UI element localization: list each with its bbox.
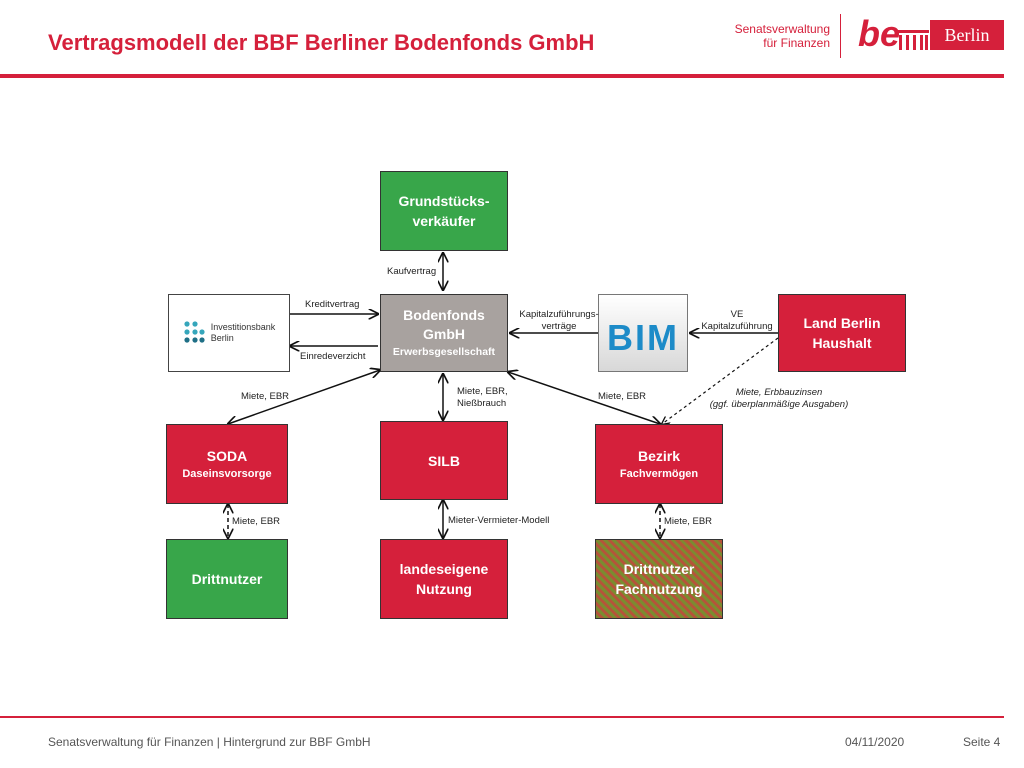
- soda-line2: Daseinsvorsorge: [182, 468, 272, 480]
- label-einredeverzicht: Einredeverzicht: [300, 351, 366, 362]
- label-ve-kapitalzufuehrung: VE Kapitalzuführung: [694, 309, 780, 333]
- label-silb-line2: Nießbrauch: [457, 398, 507, 409]
- label-kapital-line1: Kapitalzuführungs-: [519, 309, 599, 320]
- drittnutzer-label: Drittnutzer: [191, 571, 263, 587]
- page-title: Vertragsmodell der BBF Berliner Bodenfon…: [48, 30, 595, 55]
- label-erbbau-line2: (ggf. überplanmäßige Ausgaben): [709, 399, 849, 410]
- logo-line-1: Senatsverwaltung: [734, 22, 830, 36]
- bodenfonds-line3: Erwerbsgesellschaft: [392, 346, 496, 358]
- label-drittnutzer-miete: Miete, EBR: [232, 516, 281, 527]
- bim-logo: BIM: [607, 317, 679, 358]
- node-grundstuecksverkaeufer-label: Grundstücks- verkäufer: [398, 193, 490, 229]
- soda-line1: SODA: [206, 448, 248, 464]
- header-rule: [0, 74, 1004, 78]
- label-drittnutzer-fach-miete: Miete, EBR: [664, 516, 713, 527]
- footer-page-number: Seite 4: [963, 735, 1001, 749]
- label-silb-miete: Miete, EBR, Nießbrauch: [457, 386, 508, 410]
- ibb-dots-icon: [184, 321, 205, 343]
- edge-bezirk: [508, 372, 660, 424]
- label-ve-line1: VE: [730, 309, 744, 320]
- silb-label: SILB: [428, 452, 460, 469]
- ibb-logo: Investitionsbank Berlin: [183, 320, 276, 346]
- node-soda: SODA Daseinsvorsorge: [166, 424, 288, 504]
- landeseigene-line2: Nutzung: [416, 581, 472, 597]
- node-grundstuecksverkaeufer: Grundstücks- verkäufer: [380, 171, 508, 251]
- drittnutzer-fach-line1: Drittnutzer: [623, 561, 695, 577]
- bezirk-line1: Bezirk: [637, 448, 681, 464]
- label-ve-line2: Kapitalzuführung: [701, 321, 773, 332]
- senatsverwaltung-logo-text: Senatsverwaltung für Finanzen: [712, 22, 830, 50]
- label-silb-line1: Miete, EBR,: [457, 386, 508, 397]
- footer-date: 04/11/2020: [845, 735, 905, 749]
- bodenfonds-line2: GmbH: [423, 326, 465, 342]
- footer-source: Senatsverwaltung für Finanzen | Hintergr…: [48, 735, 371, 749]
- land-berlin-line1: Land Berlin: [803, 315, 881, 331]
- label-kapitalzufuehrungsvertraege: Kapitalzuführungs- verträge: [514, 309, 604, 333]
- logo-line-2: für Finanzen: [763, 36, 830, 50]
- logo-divider: [840, 14, 841, 58]
- label-kreditvertrag: Kreditvertrag: [305, 299, 360, 310]
- label-erbbauzinsen: Miete, Erbbauzinsen (ggf. überplanmäßige…: [700, 387, 858, 411]
- land-berlin-line2: Haushalt: [812, 335, 872, 351]
- label-kapital-line2: verträge: [541, 321, 577, 332]
- be-berlin-logo-be: be: [858, 13, 901, 54]
- brandenburg-gate-icon: [897, 30, 929, 50]
- bezirk-line2: Fachvermögen: [619, 468, 699, 480]
- node-silb: SILB: [380, 421, 508, 500]
- label-bezirk-miete: Miete, EBR: [598, 391, 647, 402]
- bodenfonds-line1: Bodenfonds: [403, 307, 485, 323]
- label-kaufvertrag: Kaufvertrag: [387, 266, 437, 277]
- label-mieter-vermieter-modell: Mieter-Vermieter-Modell: [448, 515, 550, 526]
- footer-rule: [0, 716, 1004, 718]
- node-drittnutzer: Drittnutzer: [166, 539, 288, 619]
- landeseigene-line1: landeseigene: [399, 561, 489, 577]
- node-bodenfonds: Bodenfonds GmbH Erwerbsgesellschaft: [380, 294, 508, 372]
- edge-erbbauzinsen: [662, 337, 779, 424]
- ibb-name-line1: Investitionsbank: [210, 322, 276, 332]
- edge-soda: [228, 370, 380, 424]
- ibb-name-line2: Berlin: [210, 333, 234, 343]
- node-bim: BIM: [598, 294, 688, 372]
- label-soda-miete: Miete, EBR: [241, 391, 290, 402]
- node-bezirk: Bezirk Fachvermögen: [595, 424, 723, 504]
- node-land-berlin: Land Berlin Haushalt: [778, 294, 906, 372]
- node-landeseigene-nutzung: landeseigene Nutzung: [380, 539, 508, 619]
- node-drittnutzer-fachnutzung: Drittnutzer Fachnutzung: [595, 539, 723, 619]
- node-ibb: Investitionsbank Berlin: [168, 294, 290, 372]
- label-erbbau-line1: Miete, Erbbauzinsen: [735, 387, 823, 398]
- drittnutzer-fach-line2: Fachnutzung: [615, 581, 703, 597]
- be-berlin-logo-berlin: Berlin: [930, 20, 1004, 50]
